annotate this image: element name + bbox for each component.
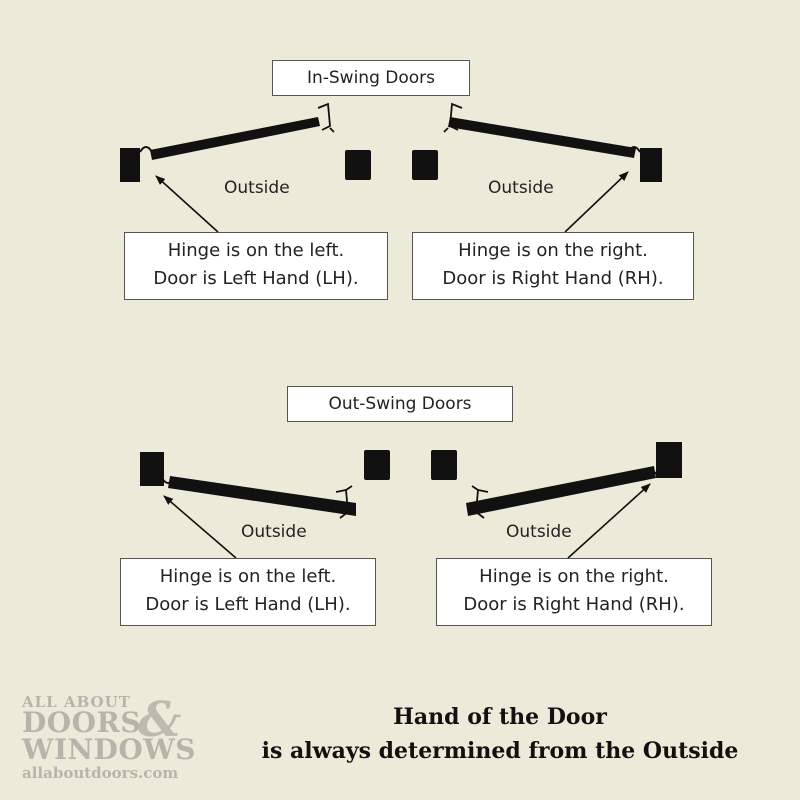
logo-ampersand: & bbox=[138, 692, 182, 748]
inswing-title: In-Swing Doors bbox=[272, 60, 470, 96]
outswing-rh-door-leaf bbox=[466, 466, 656, 516]
outswing-rh-strike-jamb bbox=[431, 450, 457, 480]
inswing-rh-outside-label: Outside bbox=[488, 178, 554, 198]
inswing-lh-strike-jamb bbox=[345, 150, 371, 180]
outswing-lh-strike-jamb bbox=[364, 450, 390, 480]
outswing-lh-callout: Hinge is on the left. Door is Left Hand … bbox=[120, 558, 376, 626]
outswing-rh-line1: Hinge is on the right. bbox=[479, 566, 669, 587]
inswing-rh-door-leaf bbox=[448, 117, 636, 158]
outswing-rh-line2: Door is Right Hand (RH). bbox=[463, 594, 685, 615]
inswing-lh-line2: Door is Left Hand (LH). bbox=[153, 268, 359, 289]
outswing-rh-hinge-jamb bbox=[656, 442, 682, 478]
inswing-rh-line1: Hinge is on the right. bbox=[458, 240, 648, 261]
outswing-lh-hinge-jamb bbox=[140, 452, 164, 486]
inswing-rh-door bbox=[412, 102, 662, 233]
logo-line3: WINDOWS bbox=[22, 733, 196, 766]
caption-line2: is always determined from the Outside bbox=[261, 738, 739, 764]
outswing-lh-outside-label: Outside bbox=[241, 522, 307, 542]
caption-line1: Hand of the Door bbox=[393, 704, 607, 730]
inswing-lh-line1: Hinge is on the left. bbox=[167, 240, 345, 261]
outswing-lh-door-leaf bbox=[168, 476, 356, 516]
inswing-lh-callout: Hinge is on the left. Door is Left Hand … bbox=[124, 232, 388, 300]
outswing-rh-door bbox=[431, 442, 682, 559]
outswing-rh-arrow bbox=[567, 483, 651, 559]
inswing-lh-door bbox=[120, 102, 371, 233]
inswing-rh-arrow bbox=[564, 171, 629, 233]
outswing-rh-swing-bracket bbox=[471, 485, 489, 519]
company-logo: ALL ABOUT DOORS WINDOWS allaboutdoors.co… bbox=[22, 692, 196, 782]
outswing-lh-line2: Door is Left Hand (LH). bbox=[145, 594, 351, 615]
outswing-rh-outside-label: Outside bbox=[506, 522, 572, 542]
outswing-lh-swing-bracket bbox=[335, 485, 353, 519]
logo-url: allaboutdoors.com bbox=[22, 764, 179, 782]
outswing-title-text: Out-Swing Doors bbox=[328, 394, 472, 414]
inswing-rh-callout: Hinge is on the right. Door is Right Han… bbox=[412, 232, 694, 300]
inswing-rh-line2: Door is Right Hand (RH). bbox=[442, 268, 664, 289]
inswing-lh-hinge-jamb bbox=[120, 148, 140, 182]
outswing-lh-arrow bbox=[163, 495, 237, 559]
inswing-rh-swing-bracket bbox=[443, 102, 463, 133]
inswing-title-text: In-Swing Doors bbox=[306, 68, 436, 88]
inswing-lh-swing-bracket bbox=[317, 102, 335, 133]
outswing-lh-line1: Hinge is on the left. bbox=[159, 566, 337, 587]
logo-line1: ALL ABOUT bbox=[22, 693, 131, 711]
outswing-title: Out-Swing Doors bbox=[287, 386, 513, 422]
inswing-lh-hinge bbox=[139, 146, 153, 153]
outswing-rh-callout: Hinge is on the right. Door is Right Han… bbox=[436, 558, 712, 626]
inswing-lh-door-leaf bbox=[150, 117, 320, 160]
inswing-rh-strike-jamb bbox=[412, 150, 438, 180]
outswing-lh-door bbox=[140, 450, 390, 559]
logo-line2: DOORS bbox=[22, 706, 142, 739]
inswing-lh-arrow bbox=[155, 175, 219, 233]
inswing-rh-hinge-jamb bbox=[640, 148, 662, 182]
inswing-lh-outside-label: Outside bbox=[224, 178, 290, 198]
